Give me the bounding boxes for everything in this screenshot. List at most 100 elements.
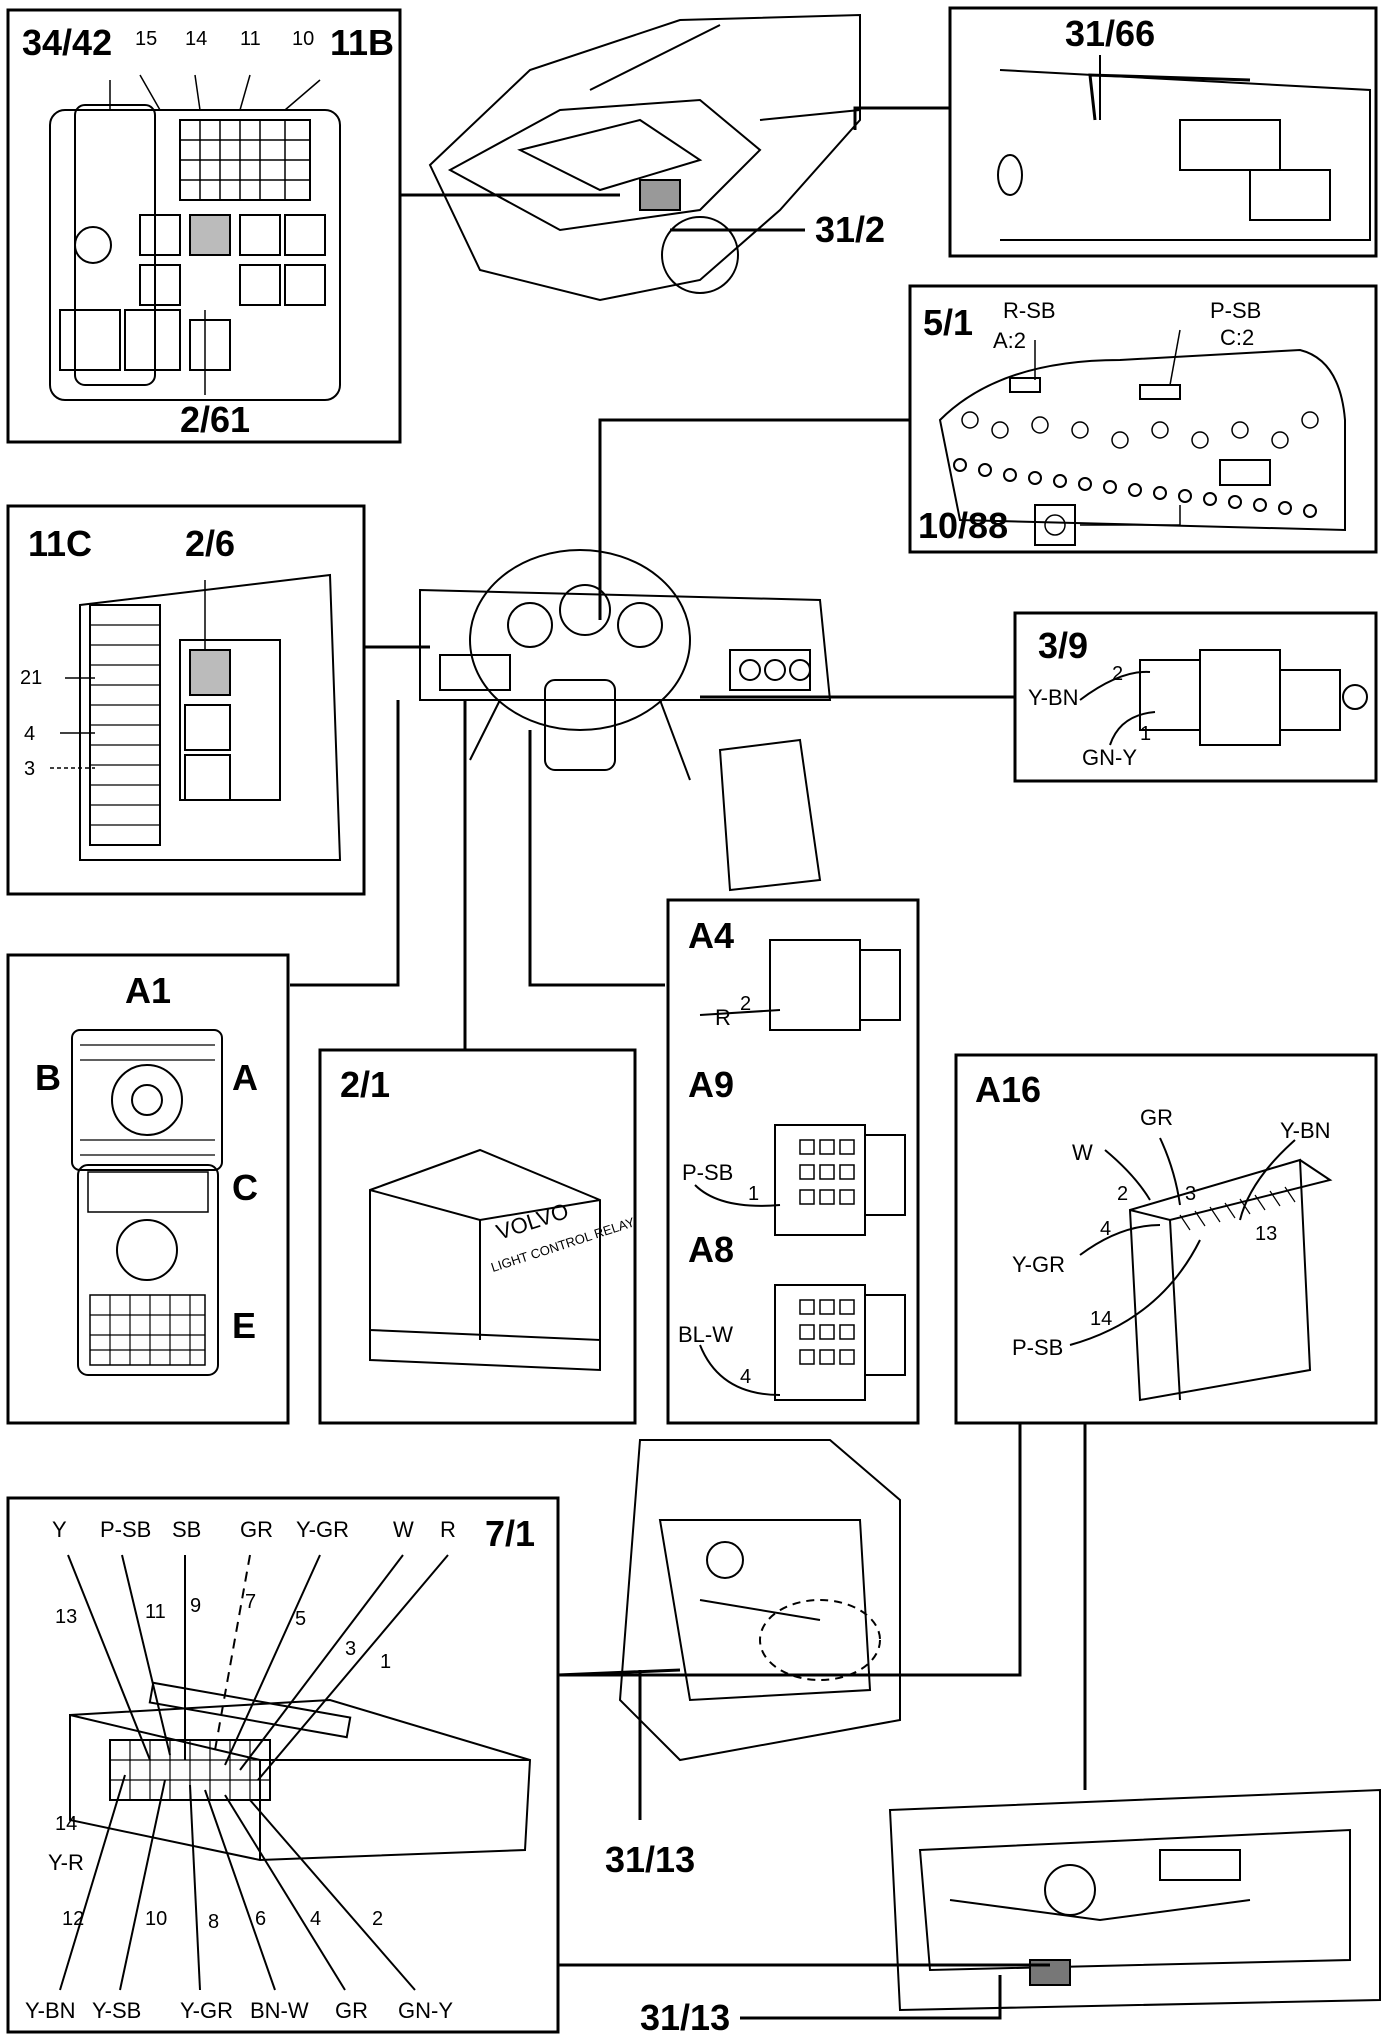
wire-top-6: R: [440, 1517, 456, 1542]
pin-bottom-1: 10: [145, 1908, 167, 1930]
pin-top-1: 11: [145, 1601, 166, 1623]
wire-bottom-3: BN-W: [250, 1998, 309, 2023]
label-2-6: 2/6: [185, 523, 235, 564]
label-2-61: 2/61: [180, 399, 250, 440]
label-p-sb-a16: P-SB: [1012, 1335, 1063, 1360]
label-a: A: [232, 1057, 258, 1098]
label-a8: A8: [688, 1229, 734, 1270]
label-31-66: 31/66: [1065, 13, 1155, 54]
label-r-sb: R-SB: [1003, 298, 1056, 323]
pin-bottom-0: 12: [62, 1908, 84, 1930]
pin-bottom-3: 6: [255, 1908, 266, 1930]
panel-7-1: [6, 1496, 560, 2034]
label-34-42: 34/42: [22, 22, 112, 63]
panel-a-connectors: [666, 898, 920, 1425]
label-10-88: 10/88: [918, 505, 1008, 546]
panel-2-1: [318, 1048, 637, 1425]
wire-bottom-0: Y-BN: [25, 1998, 76, 2023]
label-a4-wire: R: [715, 1005, 731, 1030]
wire-bottom-5: GN-Y: [398, 1998, 453, 2023]
label-y-bn-a16: Y-BN: [1280, 1118, 1331, 1143]
label-11c: 11C: [28, 523, 92, 564]
label-pin-1: 1: [1140, 723, 1151, 745]
label-pin-2: 2: [1112, 663, 1123, 685]
label-a9: A9: [688, 1064, 734, 1105]
wire-bottom-4: GR: [335, 1998, 368, 2023]
label-14: 14: [185, 28, 207, 50]
label-a1: A1: [125, 970, 171, 1011]
panel-a1: [6, 953, 290, 1425]
label-5-1: 5/1: [923, 302, 973, 343]
engine-bay-car-sketch: [428, 13, 861, 302]
pin-top-2: 9: [190, 1595, 201, 1617]
pin-bottom-2: 8: [208, 1911, 219, 1933]
leader-7-1: [557, 1668, 681, 1677]
panel-31-66: [948, 6, 1378, 258]
pin-bottom-4: 4: [310, 1908, 321, 1930]
trunk-sketch-upper: [618, 1439, 901, 1762]
label-b: B: [35, 1057, 61, 1098]
label-a8-pin: 4: [740, 1366, 751, 1388]
pin-top-5: 3: [345, 1638, 356, 1660]
label-31-2: 31/2: [815, 209, 885, 250]
leader-a1: [290, 700, 400, 987]
label-3: 3: [24, 758, 35, 780]
pin-bottom-5: 2: [372, 1908, 383, 1930]
label-a16-3: 3: [1185, 1183, 1196, 1205]
panel-3-9: [1013, 611, 1378, 783]
label-c: C: [232, 1167, 258, 1208]
label-a16-14: 14: [1090, 1308, 1112, 1330]
label-a4-pin: 2: [740, 993, 751, 1015]
dashboard-sketch: [419, 549, 832, 892]
label-3-9: 3/9: [1038, 625, 1088, 666]
panel-11b: [6, 8, 402, 444]
wire-top-4: Y-GR: [296, 1517, 349, 1542]
leader-a-connectors: [528, 730, 665, 987]
label-a16-2: 2: [1117, 1183, 1128, 1205]
wire-top-0: Y: [52, 1517, 67, 1542]
label-e: E: [232, 1305, 256, 1346]
wire-bottom-1: Y-SB: [92, 1998, 141, 2023]
label-15: 15: [135, 28, 157, 50]
label-a8-wire: BL-W: [678, 1322, 733, 1347]
leader-5-1: [598, 418, 910, 620]
label-y-gr-a16: Y-GR: [1012, 1252, 1065, 1277]
label-21: 21: [20, 667, 42, 689]
label-a-2: A:2: [993, 328, 1026, 353]
pin-top-0: 13: [55, 1606, 77, 1628]
label-a9-pin: 1: [748, 1183, 759, 1205]
trunk-sketch-lower: [888, 1788, 1381, 2012]
label-4: 4: [24, 723, 35, 745]
leader-31-66: [853, 106, 950, 130]
label-a9-wire: P-SB: [682, 1160, 733, 1185]
panel-a16: [954, 1053, 1378, 1425]
pin-left: 14: [55, 1813, 77, 1835]
leader-31-13-b: [740, 1975, 1002, 2020]
label-11b: 11B: [330, 22, 394, 63]
wire-bottom-2: Y-GR: [180, 1998, 233, 2023]
wire-top-2: SB: [172, 1517, 201, 1542]
wire-top-5: W: [393, 1517, 414, 1542]
label-a16: A16: [975, 1069, 1041, 1110]
label-p-sb: P-SB: [1210, 298, 1261, 323]
label-a16-4: 4: [1100, 1218, 1111, 1240]
leader-a16: [560, 1423, 1022, 1677]
wire-top-3: GR: [240, 1517, 273, 1542]
label-gr: GR: [1140, 1105, 1173, 1130]
label-31-13-a: 31/13: [605, 1839, 695, 1880]
label-y-bn: Y-BN: [1028, 685, 1079, 710]
label-w: W: [1072, 1140, 1093, 1165]
label-2-1: 2/1: [340, 1064, 390, 1105]
panel-11c: [6, 504, 366, 896]
wire-left: Y-R: [48, 1850, 84, 1875]
pin-top-6: 1: [380, 1651, 391, 1673]
label-c-2: C:2: [1220, 325, 1254, 350]
label-a16-13: 13: [1255, 1223, 1277, 1245]
label-gn-y: GN-Y: [1082, 745, 1137, 770]
label-10: 10: [292, 28, 314, 50]
label-11: 11: [240, 28, 261, 50]
wire-top-1: P-SB: [100, 1517, 151, 1542]
label-31-13-b: 31/13: [640, 1997, 730, 2038]
pin-top-4: 5: [295, 1608, 306, 1630]
